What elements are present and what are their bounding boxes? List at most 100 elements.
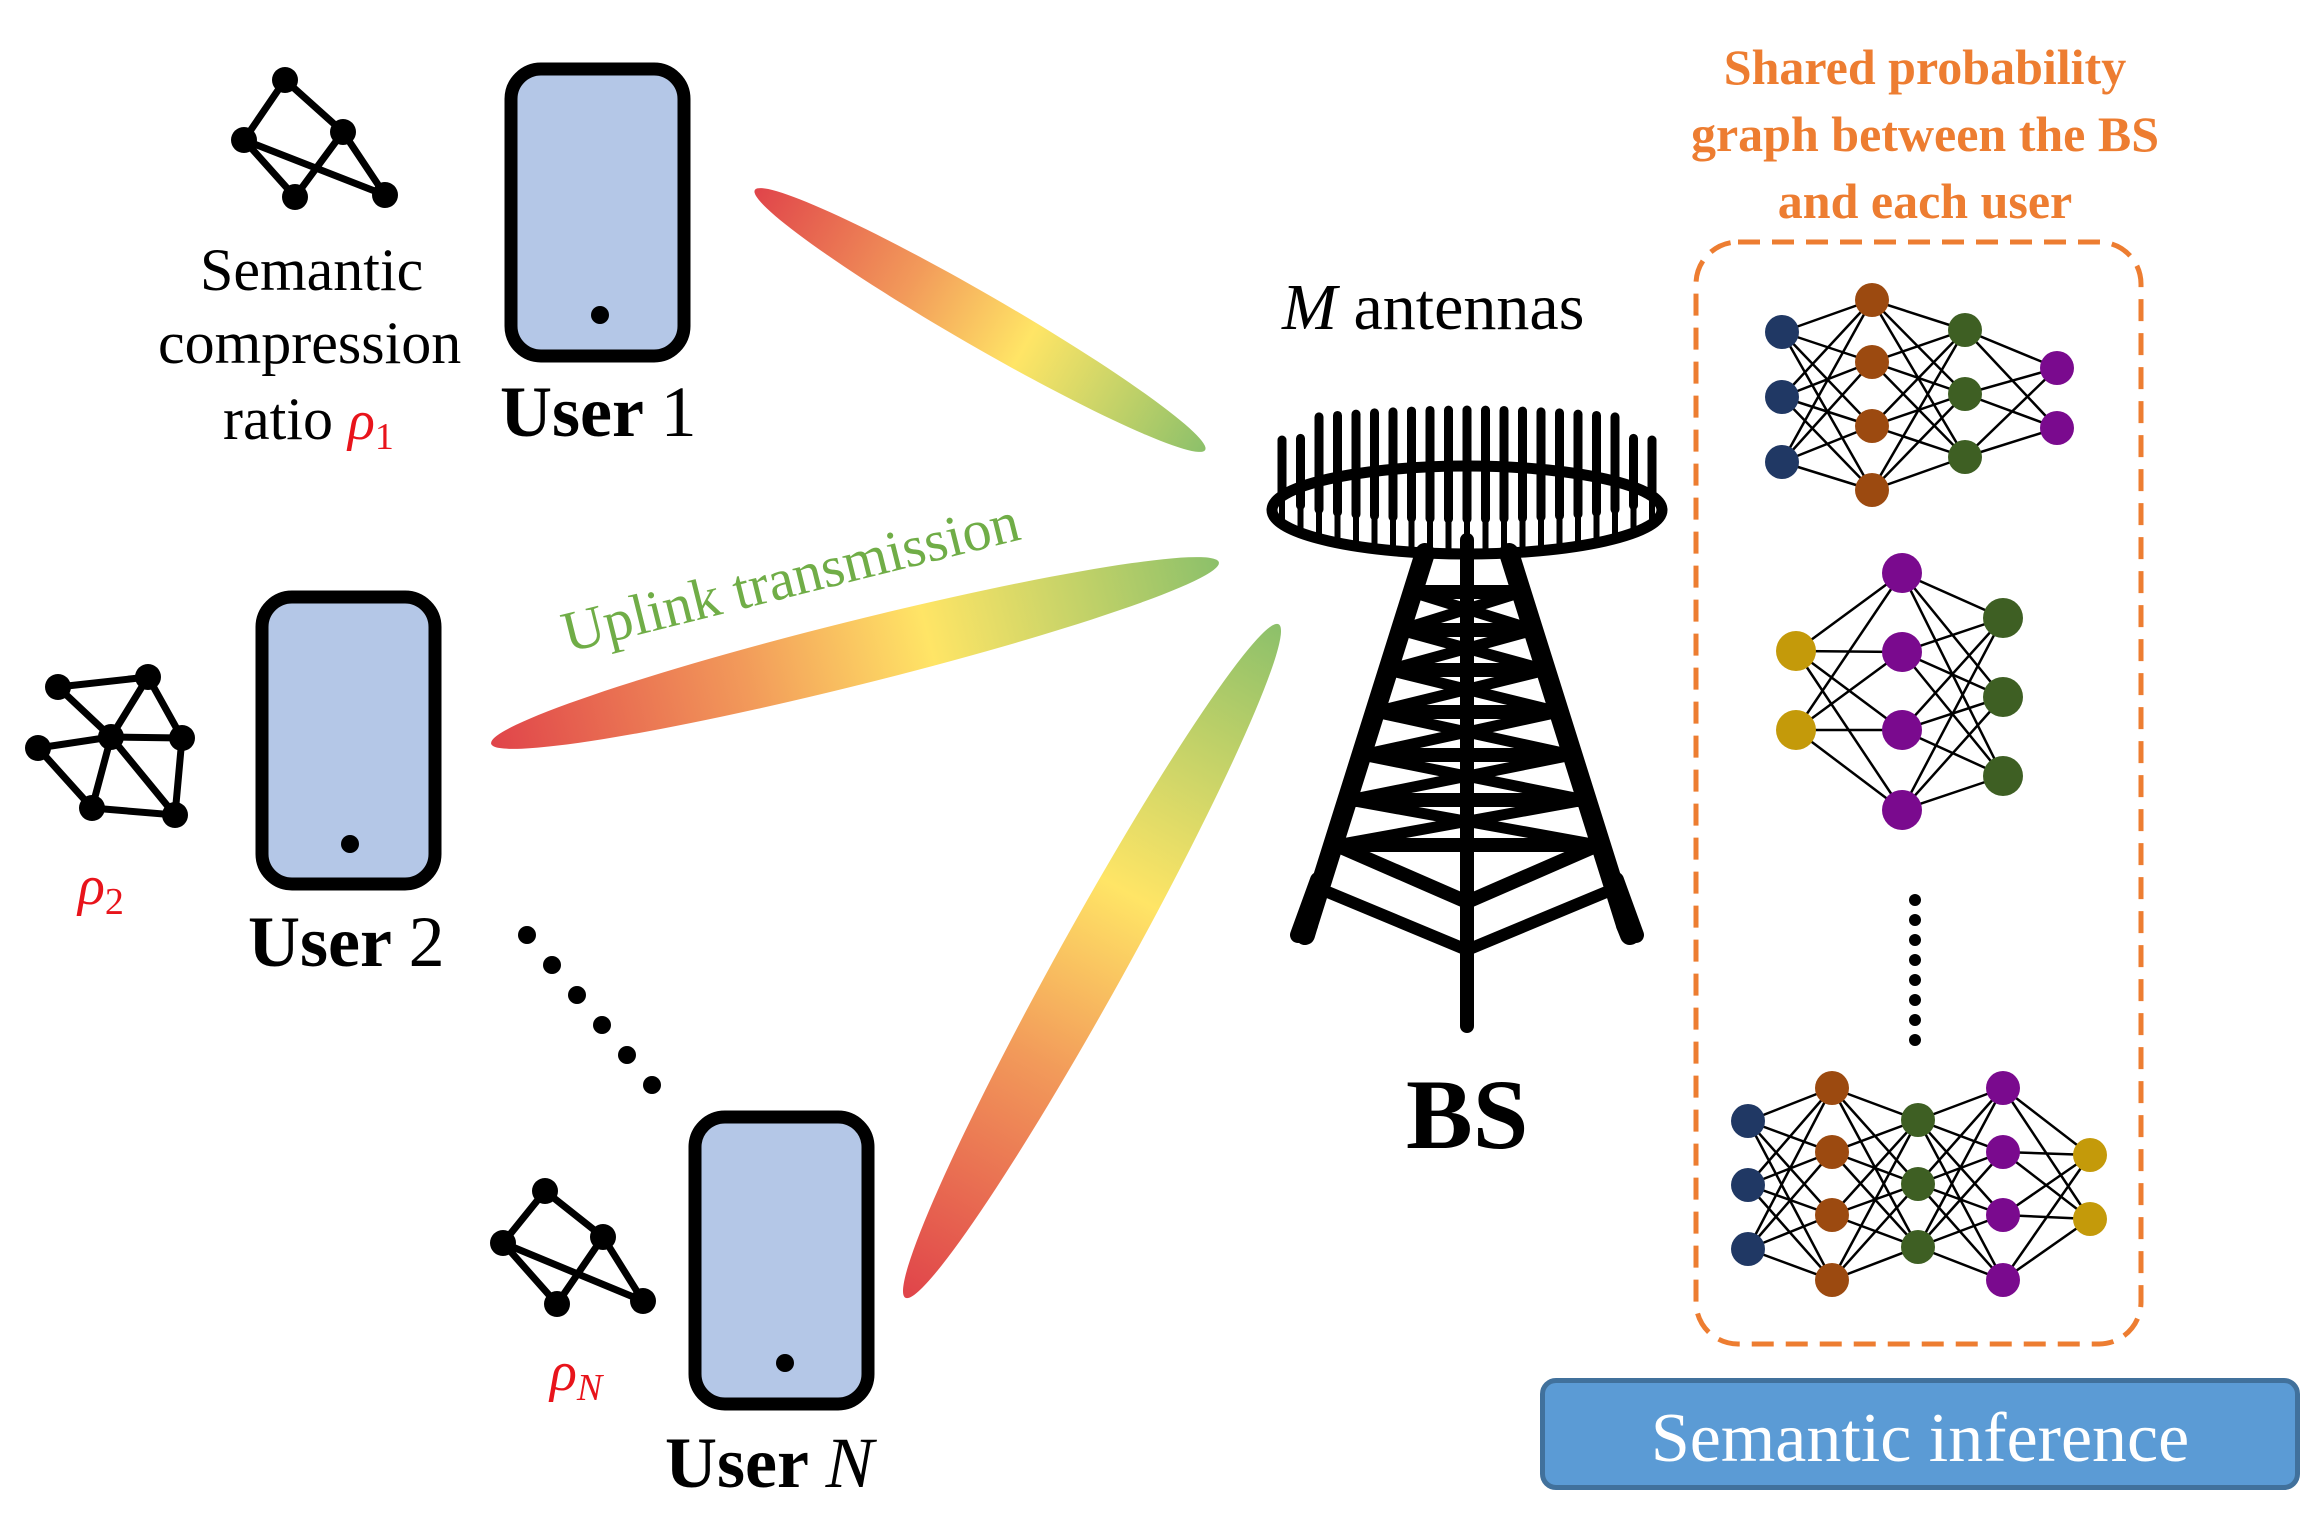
rho-n-label: ρN (550, 1341, 603, 1409)
nn-edge (1781, 361, 1873, 463)
nn-edge (1900, 617, 2005, 811)
nn-node (1776, 710, 1816, 750)
base-station-tower-icon (1266, 405, 1668, 1033)
semantic-label-line2: compression (158, 310, 462, 376)
nn-edge (1870, 329, 1967, 491)
nn-node (1983, 598, 2023, 638)
semantic-label-line3: ratio (223, 386, 333, 452)
nn-edge (1781, 299, 1873, 398)
nn-node (1815, 1198, 1849, 1232)
user1-label: User 1 (500, 372, 697, 452)
nn-node (1948, 440, 1982, 474)
nn-edge (2002, 1087, 2091, 1156)
shared-graph-box (1693, 239, 2144, 1347)
nn-node (1765, 315, 1799, 349)
beam-user2 (491, 557, 1219, 749)
phone-user2-icon (255, 590, 442, 891)
nn-edge (2002, 1153, 2091, 1217)
nn-edge (2001, 1154, 2092, 1281)
nn-node (1855, 283, 1889, 317)
bs-label: BS (1406, 1059, 1529, 1170)
nn-node (1731, 1232, 1765, 1266)
nn-node (1855, 345, 1889, 379)
semantic-graph-user1-icon (231, 67, 398, 210)
nn-edge (1747, 1087, 1833, 1186)
nn-node (1882, 710, 1922, 750)
rho-2-label: ρ2 (78, 855, 124, 923)
shared-title-line2: graph between the BS (1690, 106, 2160, 162)
nn-node (1986, 1071, 2020, 1105)
nn-edge (1917, 1151, 2004, 1248)
semantic-graph-user2-icon (25, 664, 195, 828)
nn-node (1765, 380, 1799, 414)
nn-node (1986, 1263, 2020, 1297)
nn-node (1855, 473, 1889, 507)
nn-node (1986, 1135, 2020, 1169)
nn-node (1901, 1167, 1935, 1201)
nn-node (2073, 1138, 2107, 1172)
nn-node (1882, 790, 1922, 830)
nn-edge (1795, 650, 1903, 732)
semantic-inference-button[interactable]: Semantic inference (1540, 1378, 2300, 1490)
nn-edge (1747, 1151, 1833, 1250)
nn-node (1882, 553, 1922, 593)
nn-edge (1871, 393, 1966, 491)
beam-user1 (754, 188, 1206, 452)
semantic-label-line1: Semantic (200, 237, 424, 303)
network-ellipsis-dots (1909, 894, 1921, 1046)
semantic-ratio-label: ratio ρ1 (223, 383, 394, 473)
nn-edge (1901, 696, 2004, 811)
rho-1-label: ρ1 (347, 390, 394, 458)
shared-title-line1: Shared probability (1723, 39, 2127, 95)
user2-label: User 2 (248, 902, 445, 982)
nn-edge (1795, 571, 1903, 653)
semantic-graph-usern-icon (490, 1178, 656, 1317)
nn-node (1815, 1263, 1849, 1297)
nn-2-icon (1776, 553, 2023, 830)
nn-edge (1831, 1119, 1919, 1216)
nn-node (1901, 1230, 1935, 1264)
nn-edge (1795, 729, 1903, 811)
antennas-label: M antennas (1282, 271, 1585, 344)
nn-node (1731, 1104, 1765, 1138)
nn-node (1855, 409, 1889, 443)
nn-node (1983, 677, 2023, 717)
nn-node (1815, 1135, 1849, 1169)
nn-edge (1917, 1087, 2004, 1185)
shared-title-line3: and each user (1777, 173, 2073, 229)
nn-node (2040, 351, 2074, 385)
nn-edge (1746, 1087, 1834, 1250)
nn-node (1776, 631, 1816, 671)
nn-3-icon (1731, 1071, 2107, 1297)
nn-edge (2002, 1217, 2091, 1282)
nn-node (2073, 1202, 2107, 1236)
nn-edge (1794, 572, 1904, 731)
nn-node (1901, 1103, 1935, 1137)
nn-1-icon (1765, 283, 2074, 507)
nn-node (1815, 1071, 1849, 1105)
nn-node (1948, 377, 1982, 411)
user-ellipsis-dots (518, 926, 661, 1094)
usern-label: User N (665, 1423, 874, 1503)
phone-user1-icon (504, 62, 691, 363)
phone-usern-icon (688, 1110, 875, 1411)
nn-node (1948, 313, 1982, 347)
nn-node (1882, 632, 1922, 672)
nn-edge (1964, 329, 2058, 429)
nn-node (1983, 756, 2023, 796)
nn-node (1731, 1168, 1765, 1202)
nn-edge (1780, 299, 1874, 463)
nn-edge (1830, 1119, 1920, 1281)
nn-node (2040, 411, 2074, 445)
neural-network-group (1731, 283, 2107, 1297)
beam-usern (902, 623, 1282, 1299)
shared-graph-title: Shared probability graph between the BS … (1640, 34, 2210, 235)
nn-edge (1964, 367, 2058, 458)
nn-edge (1901, 617, 2004, 731)
nn-node (1986, 1198, 2020, 1232)
nn-edge (1871, 329, 1966, 427)
nn-edge (1831, 1183, 1919, 1281)
nn-edge (1916, 1087, 2005, 1248)
nn-node (1765, 445, 1799, 479)
